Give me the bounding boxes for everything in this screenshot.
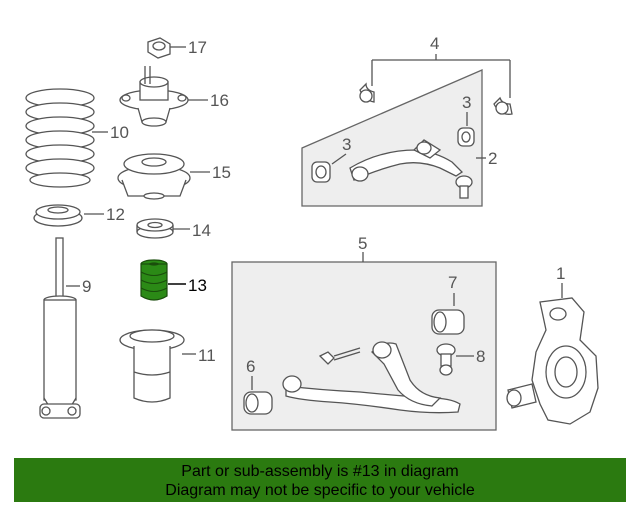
callout-8: 8 xyxy=(476,347,485,366)
callout-3-lower: 3 xyxy=(342,135,351,154)
upper-control-arm-assembly[interactable]: 4 3 3 2 xyxy=(301,34,513,207)
callout-4: 4 xyxy=(430,34,439,53)
parts-diagram: 17 16 10 15 xyxy=(25,34,599,431)
part-16-strut-mount[interactable]: 16 xyxy=(119,66,229,127)
callout-10: 10 xyxy=(110,123,129,142)
callout-3-upper: 3 xyxy=(462,93,471,112)
info-banner: Part or sub-assembly is #13 in diagram D… xyxy=(14,458,626,502)
part-15-spring-seat[interactable]: 15 xyxy=(117,153,231,200)
part-14-spacer[interactable]: 14 xyxy=(136,218,211,240)
lower-control-arm-assembly[interactable]: 5 6 7 8 xyxy=(231,234,497,431)
callout-13: 13 xyxy=(188,276,207,295)
callout-11: 11 xyxy=(198,346,216,365)
part-11-dust-shield[interactable]: 11 xyxy=(119,329,216,403)
part-17-nut[interactable]: 17 xyxy=(147,37,207,59)
callout-1: 1 xyxy=(556,264,565,283)
part-12-insulator[interactable]: 12 xyxy=(33,204,125,227)
callout-12: 12 xyxy=(106,205,125,224)
callout-2: 2 xyxy=(488,149,497,168)
callout-16: 16 xyxy=(210,91,229,110)
part-10-coil-spring[interactable]: 10 xyxy=(25,88,129,188)
banner-line-2: Diagram may not be specific to your vehi… xyxy=(165,482,475,499)
callout-15: 15 xyxy=(212,163,231,182)
callout-9: 9 xyxy=(82,277,91,296)
callout-14: 14 xyxy=(192,221,211,240)
callout-5: 5 xyxy=(358,234,367,253)
callout-7: 7 xyxy=(448,273,457,292)
banner-line-1: Part or sub-assembly is #13 in diagram xyxy=(181,463,459,480)
callout-17: 17 xyxy=(188,38,207,57)
callout-6: 6 xyxy=(246,357,255,376)
part-9-shock-absorber[interactable]: 9 xyxy=(39,237,91,419)
part-1-steering-knuckle[interactable]: 1 xyxy=(506,264,599,425)
part-13-bump-stop[interactable]: 13 xyxy=(140,259,207,301)
